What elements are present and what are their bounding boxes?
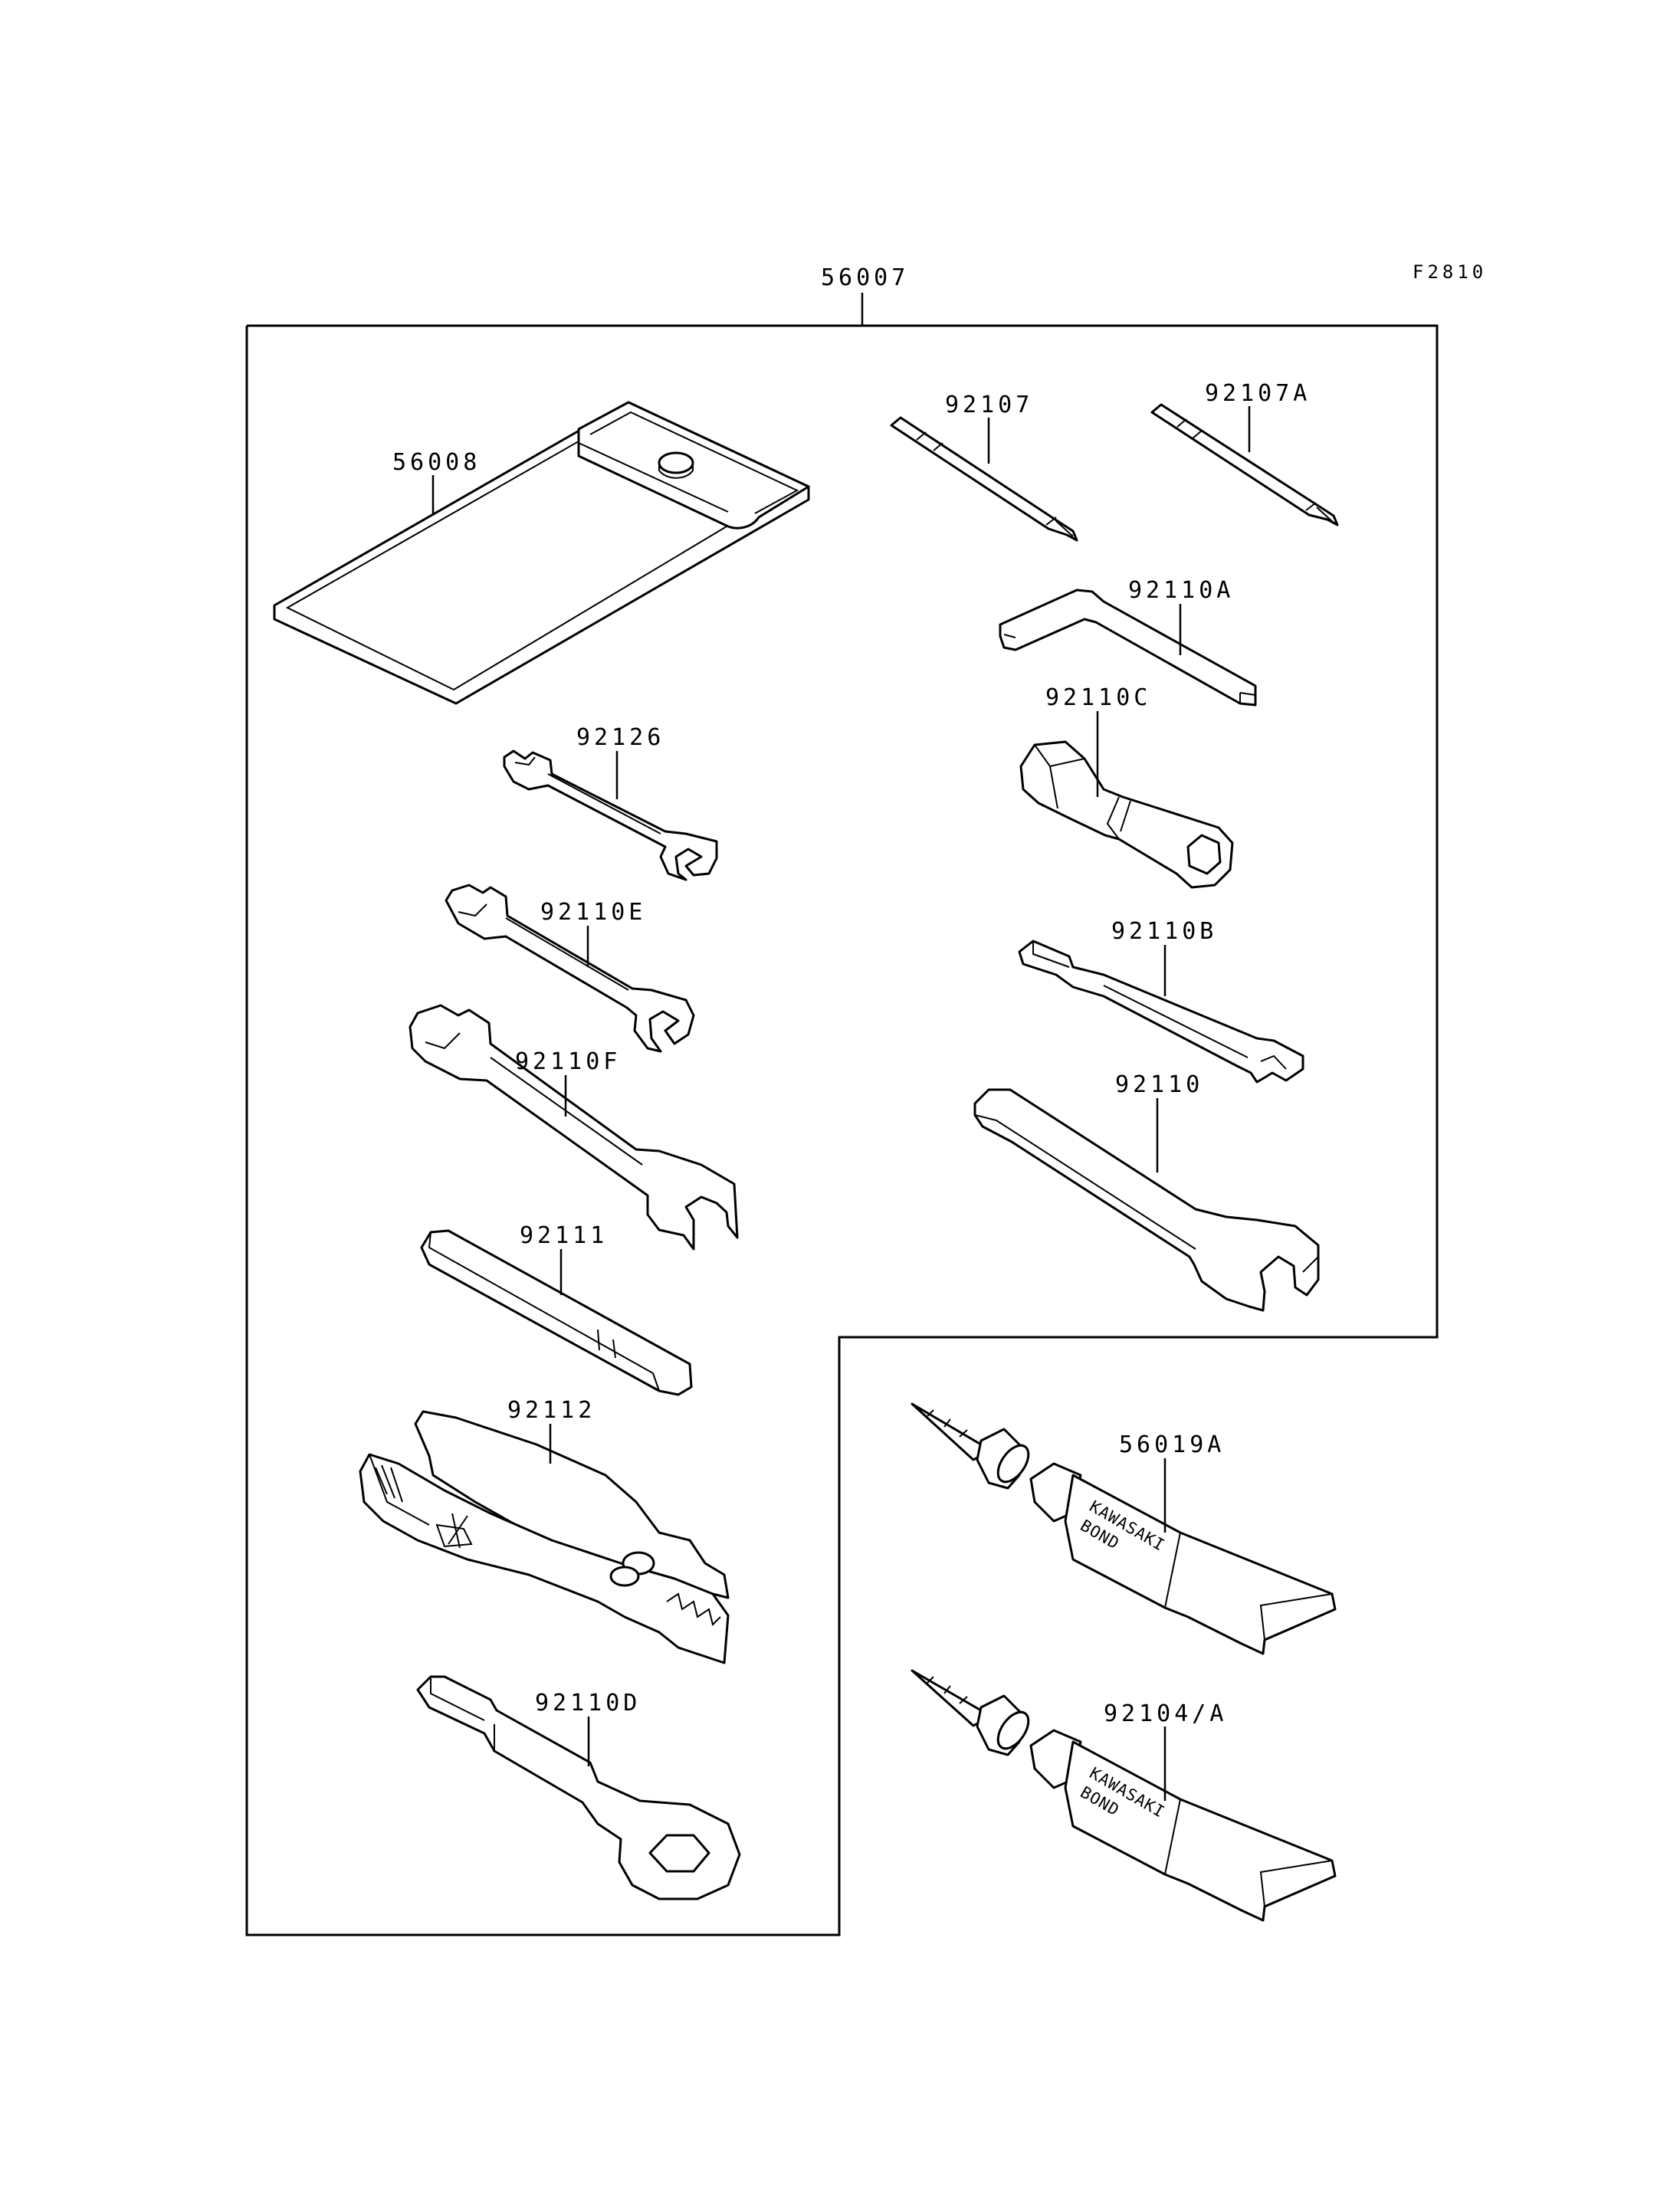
part-56019A-label: 56019A — [1119, 1431, 1225, 1458]
open-end-wrench-icon — [503, 749, 718, 881]
open-end-wrench-icon — [973, 1088, 1320, 1312]
open-end-wrench-icon — [409, 1004, 739, 1251]
ring-wrench-icon — [416, 1675, 741, 1900]
bond-tube-icon: KAWASAKI BOND — [911, 1669, 1337, 1922]
spark-plug-wrench-icon — [1019, 740, 1234, 889]
part-92110F-label: 92110F — [515, 1048, 621, 1075]
part-92110C-label: 92110C — [1045, 684, 1151, 711]
part-56008-label: 56008 — [392, 449, 481, 476]
part-92107A-label: 92107A — [1205, 380, 1311, 407]
part-92110A-label: 92110A — [1128, 577, 1234, 604]
figure-code: F2810 — [1413, 261, 1487, 283]
part-92112-label: 92112 — [507, 1397, 596, 1424]
spoke-spanner-icon — [1018, 939, 1304, 1084]
part-92104A-label: 92104/A — [1104, 1700, 1227, 1727]
kit-outline — [245, 324, 1439, 1936]
open-end-wrench-icon — [445, 884, 695, 1053]
part-92110-label: 92110 — [1115, 1071, 1203, 1098]
phillips-bit-icon — [890, 416, 1078, 542]
part-92111-label: 92111 — [520, 1222, 608, 1249]
handle-bar-icon — [420, 1229, 693, 1396]
part-92110B-label: 92110B — [1111, 918, 1217, 945]
bond-tube-icon: KAWASAKI BOND — [911, 1402, 1337, 1655]
kit-part-number: 56007 — [821, 264, 909, 291]
tool-pouch-icon — [273, 401, 810, 705]
phillips-bit-icon — [1150, 403, 1339, 526]
part-92126-label: 92126 — [576, 724, 664, 751]
part-92110E-label: 92110E — [540, 899, 646, 926]
part-92107-label: 92107 — [945, 392, 1033, 418]
hex-key-icon — [999, 589, 1257, 707]
pliers-icon — [359, 1410, 730, 1664]
part-92110D-label: 92110D — [535, 1690, 641, 1717]
